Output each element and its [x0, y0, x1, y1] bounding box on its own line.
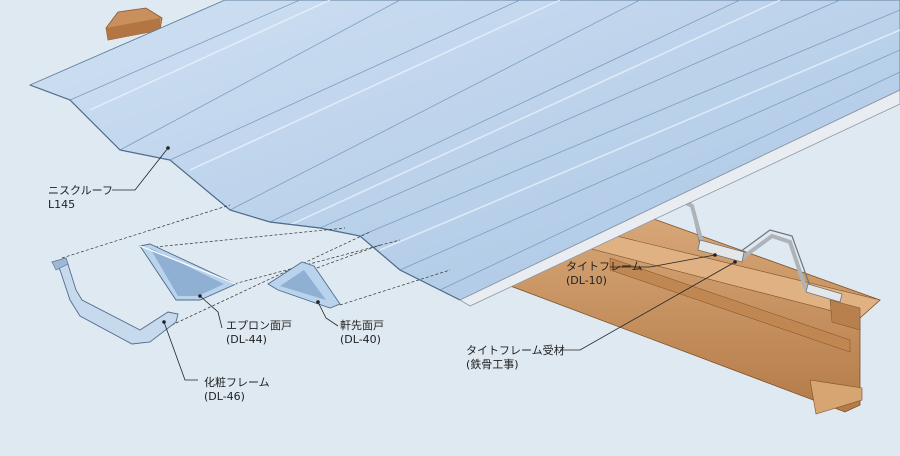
apron-filler-part [139, 243, 238, 301]
label-kesho-name: 化粧フレーム [204, 376, 270, 389]
label-eave-filler: 軒先面戸 (DL-40) [340, 319, 384, 347]
label-apron-filler: エプロン面戸 (DL-44) [226, 319, 292, 347]
label-niskuroof-name: ニスクルーフ [48, 184, 114, 197]
label-tightframe-name: タイトフレーム [566, 260, 643, 273]
leader-lines [112, 147, 736, 381]
eave-filler-part [267, 261, 341, 309]
label-tight-frame: タイトフレーム (DL-10) [566, 260, 643, 288]
label-apron-code: (DL-44) [226, 333, 267, 346]
decorative-frame-part [51, 257, 179, 345]
label-nokisaki-name: 軒先面戸 [340, 319, 384, 332]
steel-i-beam [499, 213, 881, 415]
label-tightframe-code: (DL-10) [566, 274, 607, 287]
label-kesho-code: (DL-46) [204, 390, 245, 403]
leader-arrowheads [162, 146, 737, 324]
label-decorative-frame: 化粧フレーム (DL-46) [204, 376, 270, 404]
label-tight-frame-support: タイトフレーム受材 (鉄骨工事) [466, 344, 565, 372]
label-niskuroof: ニスクルーフ L145 [48, 184, 113, 212]
label-apron-name: エプロン面戸 [226, 319, 292, 332]
label-tightframe-ukezai-code: (鉄骨工事) [466, 358, 519, 371]
corrugated-roof-panel [28, 0, 900, 307]
label-tightframe-ukezai-name: タイトフレーム受材 [466, 344, 565, 357]
label-nokisaki-code: (DL-40) [340, 333, 381, 346]
exploded-guide-lines [61, 204, 451, 341]
label-niskuroof-code: L145 [48, 198, 76, 211]
